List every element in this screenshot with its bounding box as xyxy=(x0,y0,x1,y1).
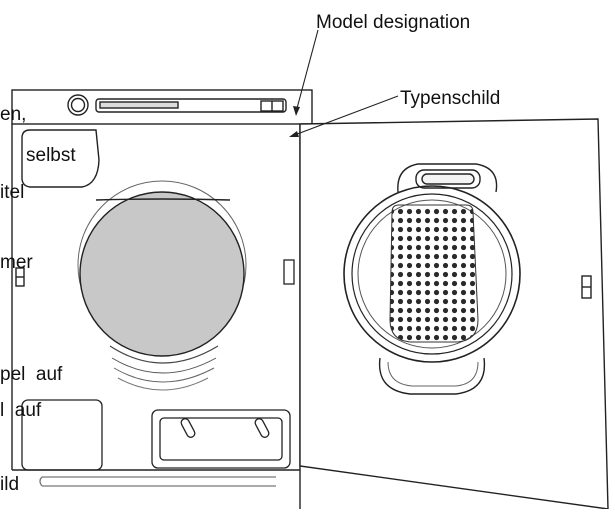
fluff-filter xyxy=(389,204,479,343)
typenschild-label: Typenschild xyxy=(400,88,500,109)
program-knob xyxy=(67,94,89,116)
typenschild-leader xyxy=(291,95,399,137)
side-text-line: pel auf xyxy=(0,364,63,385)
control-panel xyxy=(11,89,313,125)
side-text-line: en, xyxy=(0,104,26,125)
side-text: en, selbst itel mer pel auf l auf ild xyxy=(0,104,76,495)
filter-handle xyxy=(397,163,498,193)
display-bar xyxy=(95,98,287,113)
door-lip xyxy=(378,357,486,395)
fluff-filter-flap xyxy=(21,399,103,471)
water-container xyxy=(21,129,100,188)
side-text-line: mer xyxy=(0,252,33,273)
cover-lock-left xyxy=(180,418,196,438)
side-text-line: ild xyxy=(0,474,19,495)
condenser-cover xyxy=(151,409,291,469)
side-text-line: l auf xyxy=(0,400,42,421)
plinth xyxy=(21,399,291,487)
door-window-outer xyxy=(343,185,521,363)
cover-lock-right xyxy=(254,418,270,438)
side-text-line: itel xyxy=(0,182,24,203)
side-text-line: selbst xyxy=(26,145,76,166)
drum xyxy=(77,180,247,391)
model-designation-leader xyxy=(295,29,319,113)
leader-lines xyxy=(289,29,399,137)
model-designation-label: Model designation xyxy=(316,12,470,33)
drum-interior xyxy=(79,191,245,357)
